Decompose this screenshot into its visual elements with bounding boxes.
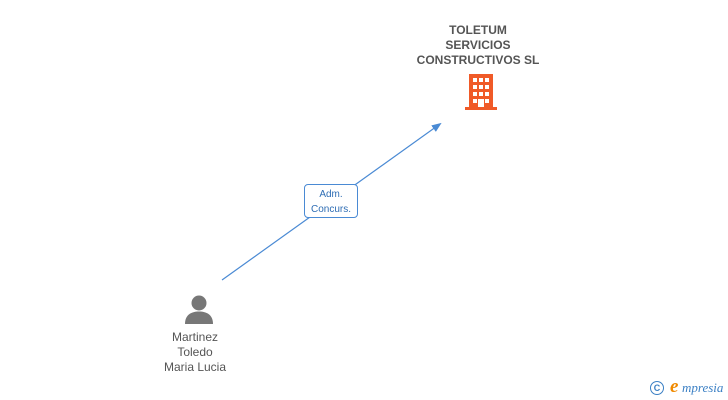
person-icon[interactable] bbox=[183, 294, 215, 324]
person-name[interactable]: Martinez Toledo Maria Lucia bbox=[163, 330, 227, 374]
relation-label[interactable]: Adm. Concurs. bbox=[304, 184, 358, 218]
copyright-icon: C bbox=[650, 381, 664, 395]
brand-logo-text: mpresia bbox=[682, 380, 724, 395]
brand-logo-initial: e bbox=[670, 376, 679, 397]
building-icon[interactable] bbox=[465, 74, 497, 110]
company-name[interactable]: TOLETUM SERVICIOS CONSTRUCTIVOS SL bbox=[416, 23, 540, 67]
